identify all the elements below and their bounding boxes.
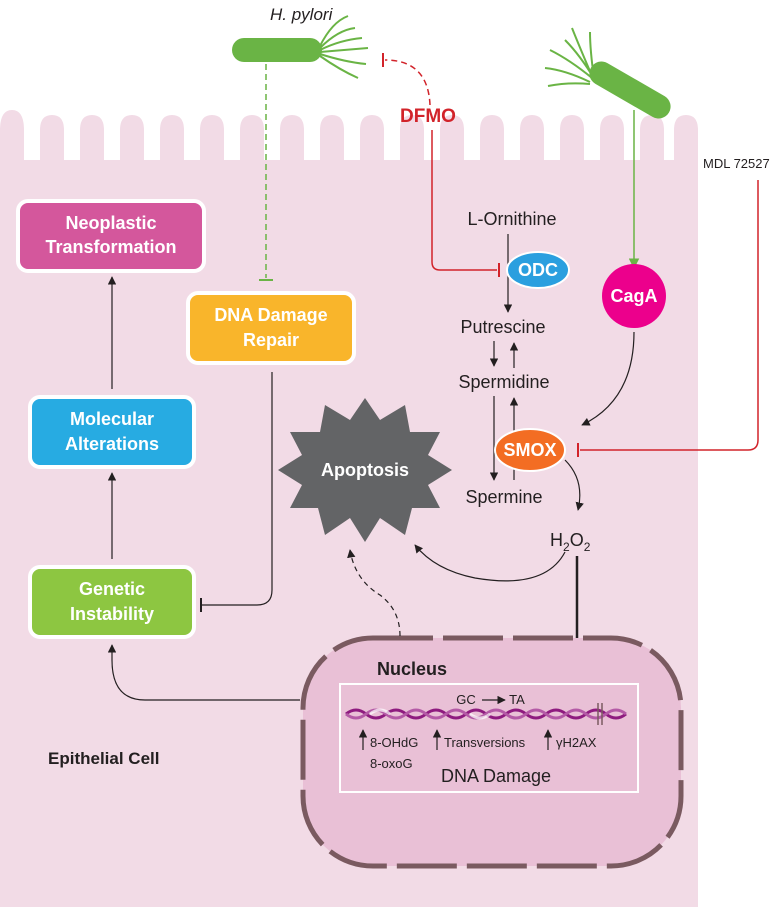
ohdg-label: 8-OHdG	[370, 735, 418, 750]
odc-label: ODC	[518, 260, 558, 280]
smox-enzyme	[494, 428, 566, 472]
dna-damage-label: DNA Damage	[441, 766, 551, 786]
genetic-line2: Instability	[70, 604, 154, 624]
smox-label: SMOX	[503, 440, 556, 460]
spermidine-label: Spermidine	[458, 372, 549, 392]
nucleus-to-genetic-arrow	[107, 644, 300, 701]
dfmo-label: DFMO	[400, 106, 456, 127]
repair-line1: DNA Damage	[214, 305, 327, 325]
odc-enzyme	[506, 251, 570, 289]
dna-helix	[345, 703, 627, 725]
neoplastic-transformation-box	[16, 199, 206, 273]
h2o2-label: H2O2	[550, 530, 591, 554]
h-pylori-bacterium-right	[544, 27, 671, 119]
caga-label: CagA	[610, 286, 657, 306]
epithelial-cell-label: Epithelial Cell	[48, 749, 159, 768]
caga-protein	[602, 264, 666, 328]
spermine-label: Spermine	[465, 487, 542, 507]
oxog-label: 8-oxoG	[370, 756, 413, 771]
dfmo-inhibits-hpylori-line	[384, 59, 431, 106]
molecular-alterations-box	[28, 395, 196, 469]
neoplastic-line2: Transformation	[45, 237, 176, 257]
genetic-instability-box	[28, 565, 196, 639]
nucleus-to-apoptosis-arrow	[347, 549, 401, 637]
repair-line2: Repair	[243, 330, 299, 350]
smox-to-h2o2-arrow	[564, 459, 584, 511]
nucleus-envelope	[300, 635, 684, 869]
apoptosis-starburst	[278, 398, 452, 542]
h2ax-label: γH2AX	[556, 735, 597, 750]
dna-damage-panel	[339, 683, 639, 793]
putrescine-label: Putrescine	[460, 317, 545, 337]
dna-damage-repair-box	[186, 291, 356, 365]
repair-inhibits-genetic-line	[202, 372, 273, 606]
dfmo-inhibits-odc-line	[431, 130, 497, 271]
caga-to-smox-arrow	[581, 331, 635, 426]
neoplastic-line1: Neoplastic	[65, 213, 156, 233]
h2o2-to-apoptosis-arrow	[414, 544, 566, 582]
h-pylori-bacterium-left	[232, 15, 369, 79]
nucleus-title: Nucleus	[377, 659, 447, 679]
apoptosis-label: Apoptosis	[321, 460, 409, 480]
gc-label: GC	[456, 692, 476, 707]
mdl-label: MDL 72527	[703, 156, 770, 171]
transversions-label: Transversions	[444, 735, 526, 750]
h-pylori-label: H. pylori	[270, 5, 334, 24]
mdl-inhibits-smox-line	[580, 180, 759, 451]
genetic-line1: Genetic	[79, 579, 145, 599]
molecular-line2: Alterations	[65, 434, 159, 454]
molecular-line1: Molecular	[70, 409, 154, 429]
ornithine-label: L-Ornithine	[467, 209, 556, 229]
ta-label: TA	[509, 692, 525, 707]
